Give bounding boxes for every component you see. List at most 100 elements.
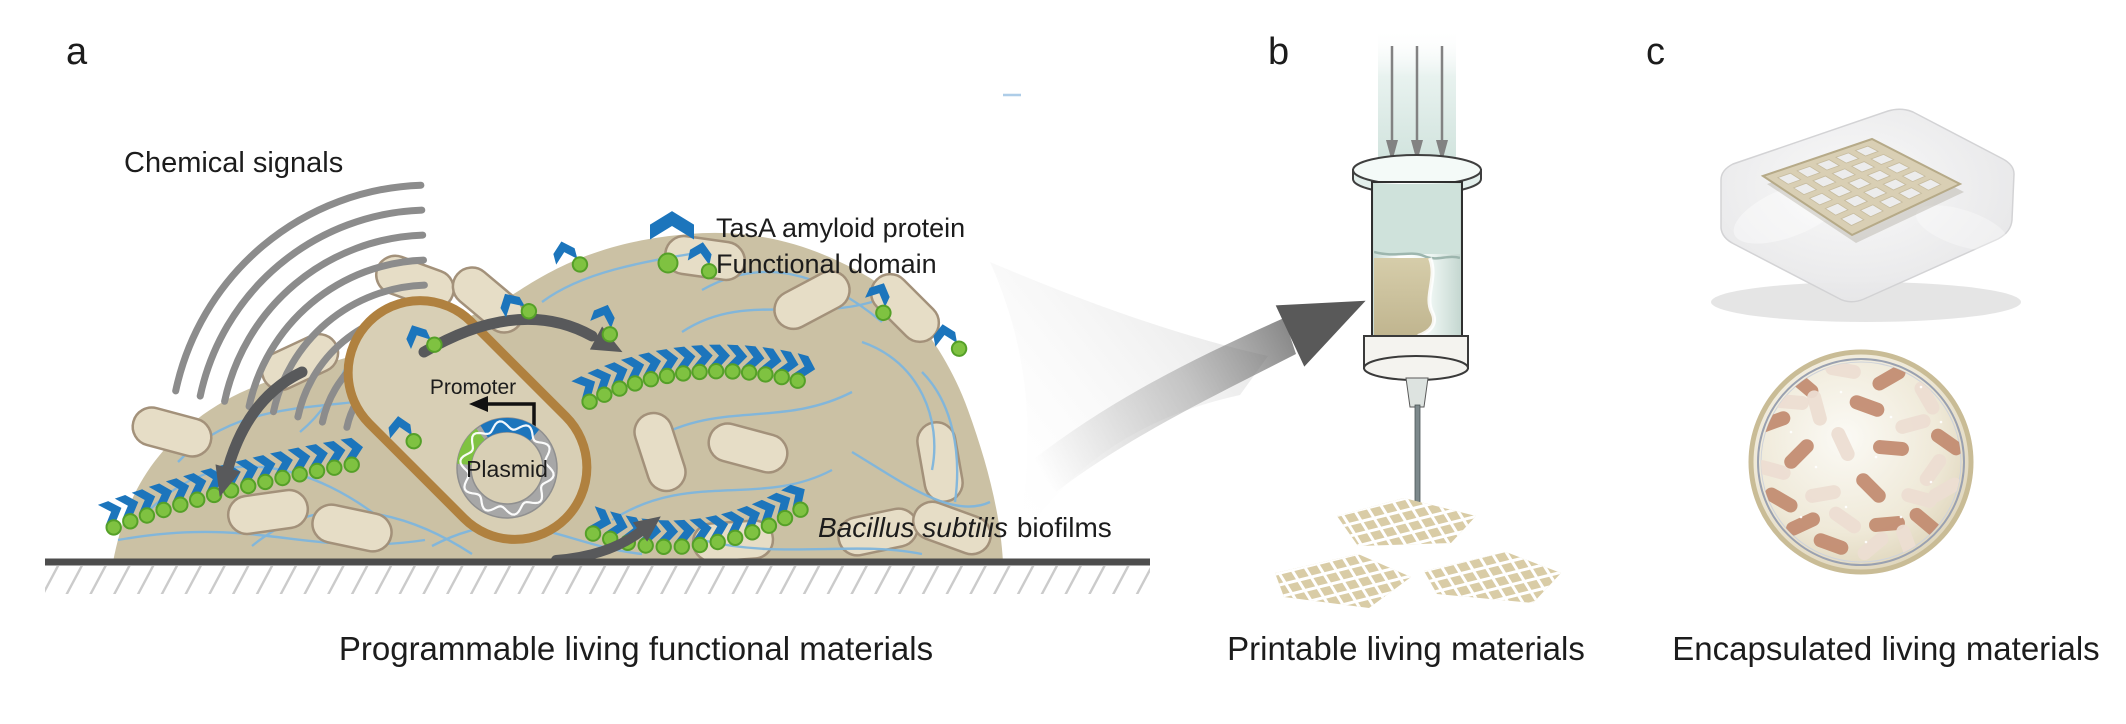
hatch-line [1225, 688, 1533, 724]
hatch-line [1153, 398, 1461, 475]
waffle-hole [1901, 170, 1927, 183]
hatch-line [1374, 674, 1678, 724]
functional-domain-icon [724, 363, 741, 380]
waffle-hole [1870, 153, 1895, 165]
functional-domain-icon [776, 509, 794, 527]
functional-domain-icon [789, 372, 806, 389]
waffle-hole [1808, 192, 1834, 206]
hatch-line [1424, 552, 1556, 603]
bacterium-rod [1869, 516, 1905, 532]
panel-c: c Encapsulated living materials [1646, 31, 2100, 667]
functional-domain-icon [426, 336, 443, 353]
bacterium-rod [1914, 381, 1940, 415]
promoter-arrow-icon [469, 396, 536, 430]
free-monomer [687, 240, 718, 280]
hatch-line [1275, 554, 1411, 608]
secretion-arrow-head-icon [632, 516, 661, 542]
encapsulated-bacteria [1761, 362, 1961, 561]
hatch-line [1424, 552, 1561, 603]
waffle-hole [1898, 187, 1923, 200]
bacterium-rod [1831, 427, 1855, 461]
hatch-line [1337, 498, 1463, 546]
functional-domain-icon [950, 340, 968, 357]
functional-domain-icon [122, 513, 139, 530]
panel-a-caption: Programmable living functional materials [339, 630, 933, 667]
hatch-line [1371, 662, 1675, 724]
hatch-line [1337, 498, 1476, 546]
hatch-line [1161, 431, 1469, 508]
speckle [1814, 465, 1818, 469]
functional-domain-icon [700, 263, 718, 280]
free-monomer [387, 414, 422, 450]
hatch-line [1275, 563, 1411, 608]
bacterium-rod [1813, 533, 1849, 555]
functional-domain-icon [691, 536, 709, 554]
hatch-line [1275, 554, 1323, 608]
hatch-line [612, 566, 631, 594]
functional-domain-icon [744, 524, 761, 541]
functional-domain-icon [326, 459, 343, 476]
bacterium-cell [912, 500, 992, 556]
transfer-arrow-icon [990, 262, 1366, 558]
chemical-signals-label: Chemical signals [124, 147, 343, 179]
syringe-nose-base [1363, 355, 1469, 381]
hatch-line [1220, 665, 1528, 724]
functional-domain-icon [105, 519, 122, 536]
functional-domain-icon [727, 529, 744, 546]
magnified-cell: Promoter Plasmid [343, 296, 592, 544]
bead-inner-ring [1757, 358, 1965, 566]
hatch-line [1337, 498, 1476, 546]
waffle-hole [1824, 202, 1849, 216]
legend-tasa-label: TasA amyloid protein [716, 213, 965, 243]
functional-domain-icon [405, 433, 422, 450]
hatch-line [1231, 416, 1548, 495]
hatch-line [1424, 552, 1561, 603]
functional-domain-icon [875, 304, 892, 322]
hatch-line [1503, 552, 1561, 603]
panel-a-label: a [66, 31, 88, 73]
hatch-line [1337, 498, 1476, 541]
hatch-line [1275, 554, 1411, 608]
bacterium-rod [1857, 531, 1889, 561]
hatch-line [1493, 552, 1561, 603]
hatch-line [1278, 554, 1411, 608]
bacterium-rod [1807, 390, 1827, 426]
speckle [1799, 515, 1803, 519]
hatch-line [0, 0, 152, 724]
hatch-line [1546, 552, 1561, 603]
biofilm-legend: TasA amyloid protein Functional domain [650, 211, 965, 279]
hatch-line [1275, 554, 1408, 608]
functional-domain-icon [138, 507, 156, 524]
functional-domain-icon [155, 501, 172, 519]
mesh-grid [1371, 552, 1684, 724]
bacterium-cell [869, 272, 941, 344]
functional-domain-icon [637, 537, 654, 554]
speckle [1929, 480, 1933, 484]
hatch-line [1275, 554, 1344, 608]
waffle-hole [1917, 178, 1942, 191]
hatch-line [0, 0, 208, 724]
hatch-line [1535, 552, 1561, 603]
bacterium-rod [1895, 414, 1931, 434]
functional-domain-icon [520, 303, 538, 320]
functional-domain-icon [584, 525, 602, 542]
tasa-chevron-icon [650, 211, 694, 240]
hatch-line [564, 566, 583, 594]
bacterium-rod [1856, 473, 1886, 503]
cell-membrane [343, 296, 592, 544]
functional-domain-icon [291, 466, 308, 483]
waffle-hole [1831, 168, 1857, 180]
panel-c-label: c [1646, 31, 1665, 73]
speckle [1919, 385, 1923, 389]
hatch-line [0, 0, 264, 724]
hatch-line [1455, 498, 1476, 546]
functional-domain-icon [240, 477, 257, 495]
hatch-line [1380, 696, 1684, 724]
waffle-hole [1863, 186, 1888, 199]
functional-domain-icon [611, 380, 628, 397]
speckle [1789, 430, 1793, 434]
